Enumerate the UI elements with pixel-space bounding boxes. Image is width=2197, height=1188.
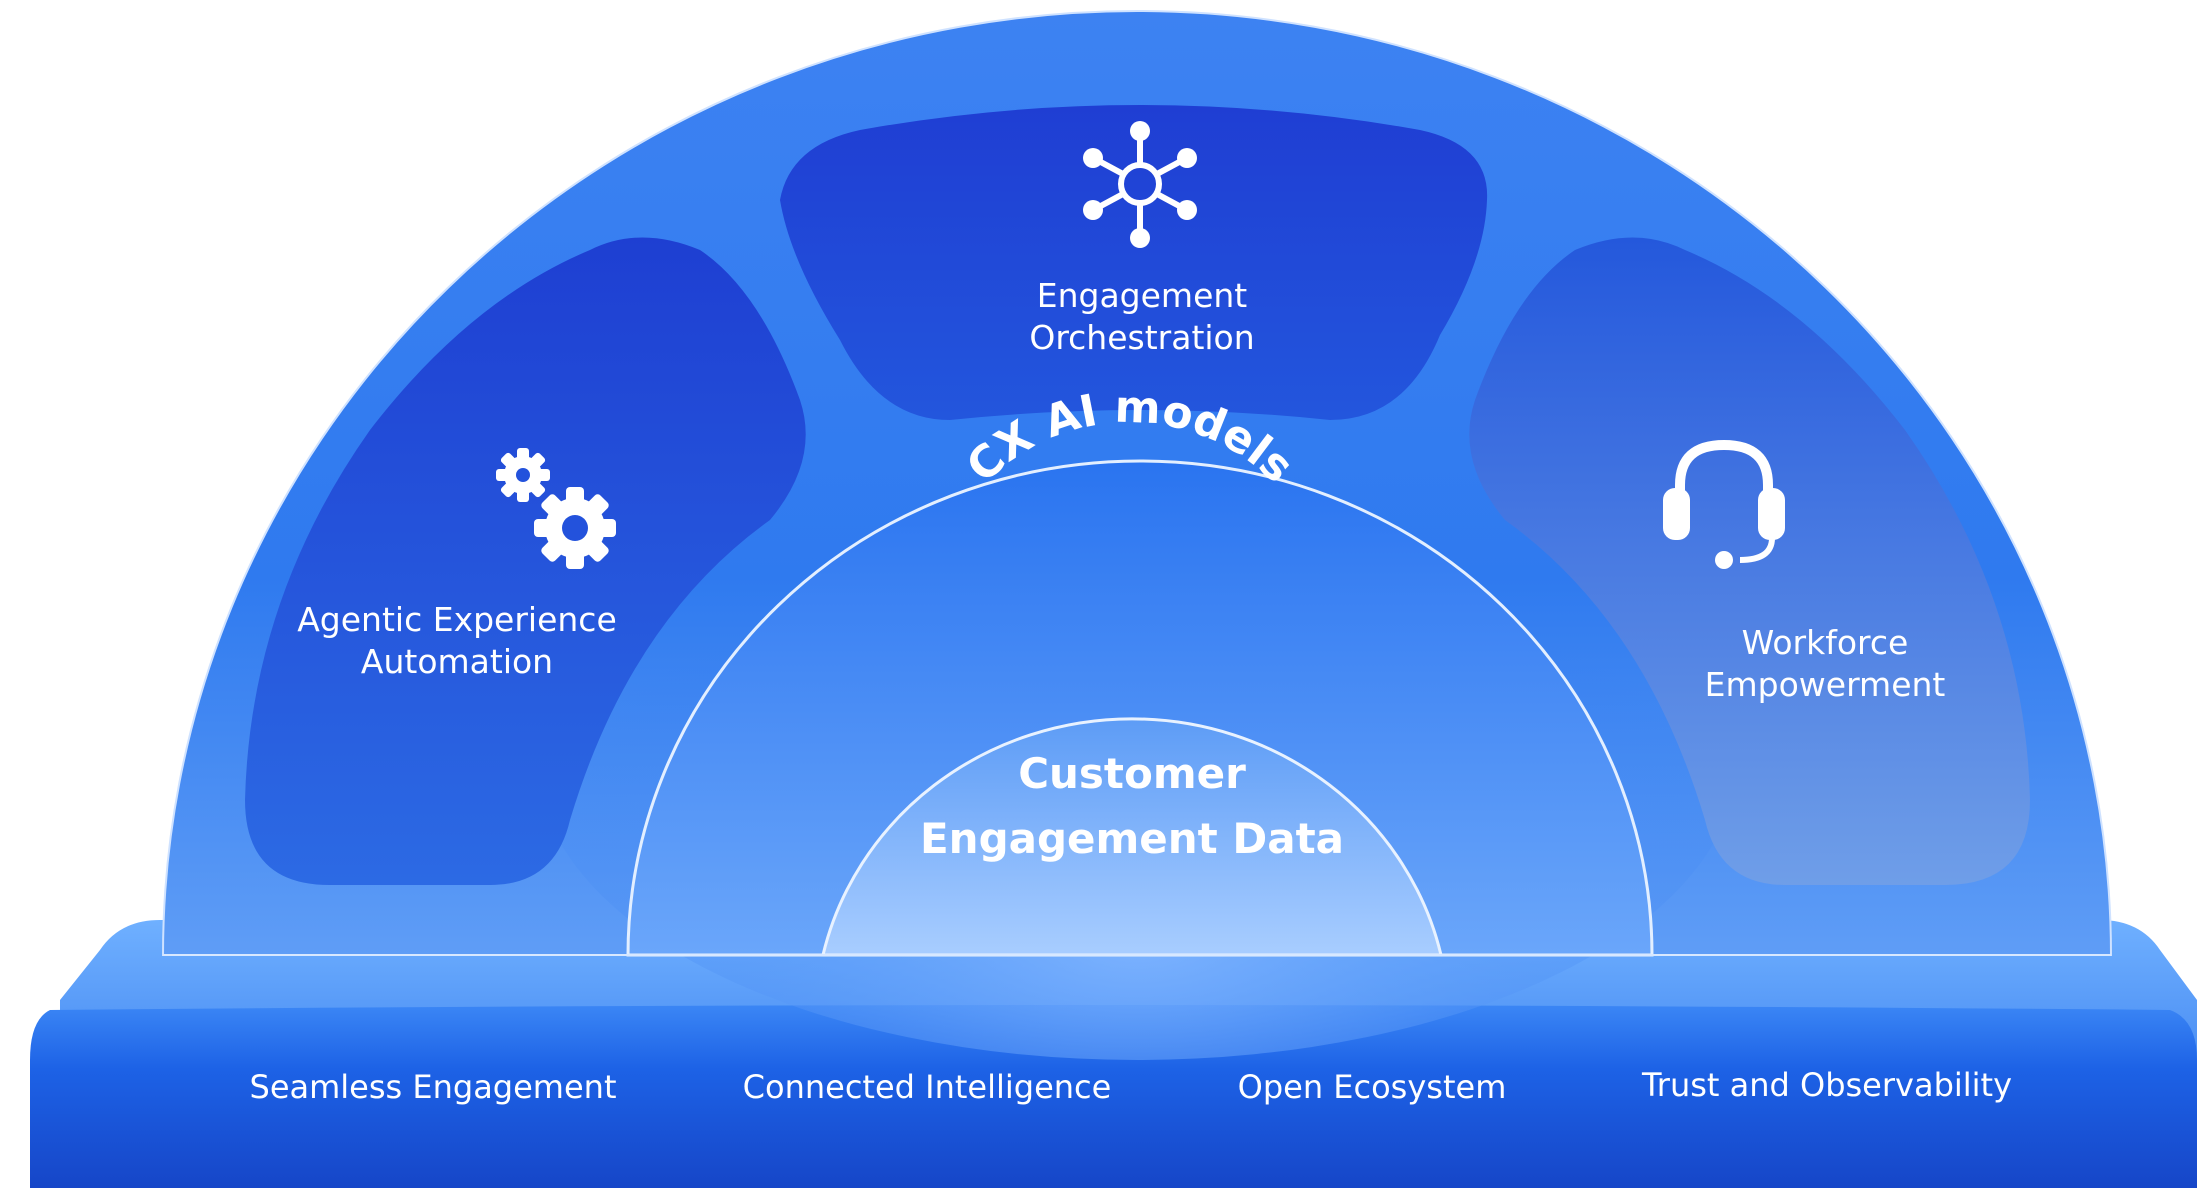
pillar-row: Seamless Engagement Connected Intelligen… — [250, 1066, 2013, 1106]
segment-agentic-experience-automation: Agentic Experience Automation — [245, 237, 806, 885]
headset-icon — [1663, 439, 1785, 569]
segment-left-line2: Automation — [361, 642, 553, 681]
pillar-connected-intelligence: Connected Intelligence — [743, 1068, 1112, 1106]
core-line1: Customer — [1018, 749, 1246, 798]
segment-right-line1: Workforce — [1742, 623, 1909, 662]
pillar-open-ecosystem: Open Ecosystem — [1238, 1068, 1507, 1106]
pillar-seamless-engagement: Seamless Engagement — [250, 1068, 617, 1106]
network-hub-icon — [1083, 121, 1197, 248]
core-line2: Engagement Data — [920, 814, 1344, 863]
segment-workforce-empowerment: Workforce Empowerment — [1469, 237, 2030, 885]
segment-left-line1: Agentic Experience — [297, 600, 617, 639]
core-customer-engagement-data: Customer Engagement Data — [821, 717, 1443, 957]
pillar-trust-and-observability: Trust and Observability — [1641, 1066, 2012, 1104]
segment-top-line1: Engagement — [1037, 276, 1248, 315]
segment-top-line2: Orchestration — [1029, 318, 1254, 357]
segment-right-line2: Empowerment — [1705, 665, 1946, 704]
gears-icon — [496, 448, 616, 569]
segment-engagement-orchestration: Engagement Orchestration — [780, 105, 1488, 420]
